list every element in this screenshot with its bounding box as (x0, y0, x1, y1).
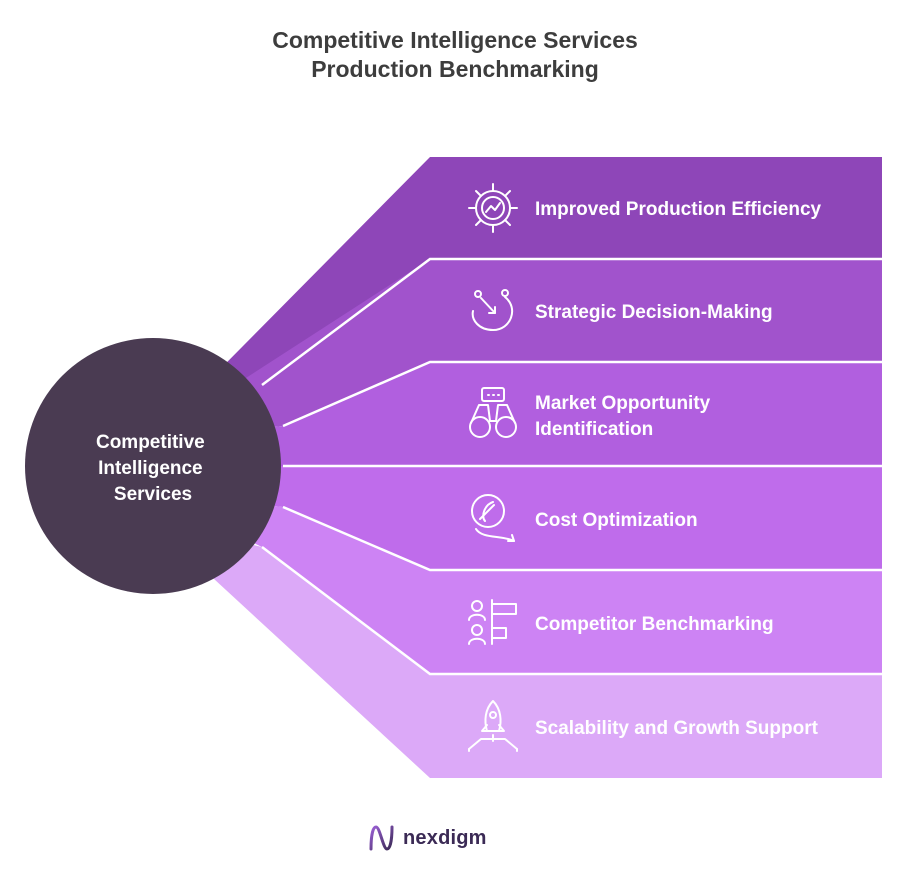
band-1-label: Improved Production Efficiency (535, 199, 822, 220)
band-3-label: Market Opportunity Identification (535, 393, 716, 440)
band-6 (150, 520, 882, 778)
hub-circle (25, 338, 281, 594)
diagram-title: Competitive Intelligence Services Produc… (0, 26, 910, 84)
band-1 (150, 157, 882, 440)
hub-label: Competitive Intelligence Services (96, 432, 210, 505)
nexdigm-logo-icon (369, 825, 394, 851)
band-6-label: Scalability and Growth Support (535, 718, 819, 739)
cost-down-icon (471, 494, 515, 542)
band-5-label-line-1: Competitor Benchmarking (535, 614, 774, 635)
hub-label-line-1: Competitive (96, 432, 205, 453)
rocket-icon (468, 700, 518, 752)
band-5-label: Competitor Benchmarking (535, 614, 774, 635)
nexdigm-logo: nexdigm (367, 822, 487, 854)
band-4-label: Cost Optimization (535, 510, 698, 531)
band-2-label-line-1: Strategic Decision-Making (535, 302, 773, 323)
band-3 (150, 362, 882, 466)
band-4 (150, 466, 882, 570)
band-6-shape (150, 520, 882, 778)
binoculars-icon (469, 387, 517, 438)
band-2-label: Strategic Decision-Making (535, 302, 773, 323)
band-1-label-line-1: Improved Production Efficiency (535, 199, 822, 220)
hub-label-line-3: Services (114, 484, 192, 505)
band-5 (150, 493, 882, 674)
decision-path-icon (471, 289, 514, 331)
band-dividers (261, 257, 882, 676)
band-4-shape (150, 466, 882, 570)
band-3-shape (150, 362, 882, 466)
band-3-label-line-1: Market Opportunity (535, 393, 711, 414)
hub-label-line-2: Intelligence (98, 458, 203, 479)
title-line-1: Competitive Intelligence Services (272, 27, 638, 53)
logo-text: nexdigm (403, 826, 487, 849)
title-line-2: Production Benchmarking (311, 56, 599, 82)
band-2 (150, 259, 882, 440)
people-bars-icon (468, 599, 517, 645)
band-5-shape (150, 493, 882, 674)
band-2-shape (150, 259, 882, 440)
band-4-label-line-1: Cost Optimization (535, 510, 698, 531)
band-3-label-line-2: Identification (535, 419, 653, 440)
band-1-shape (150, 157, 882, 440)
band-6-label-line-1: Scalability and Growth Support (535, 718, 819, 739)
gear-chart-icon (468, 183, 518, 233)
